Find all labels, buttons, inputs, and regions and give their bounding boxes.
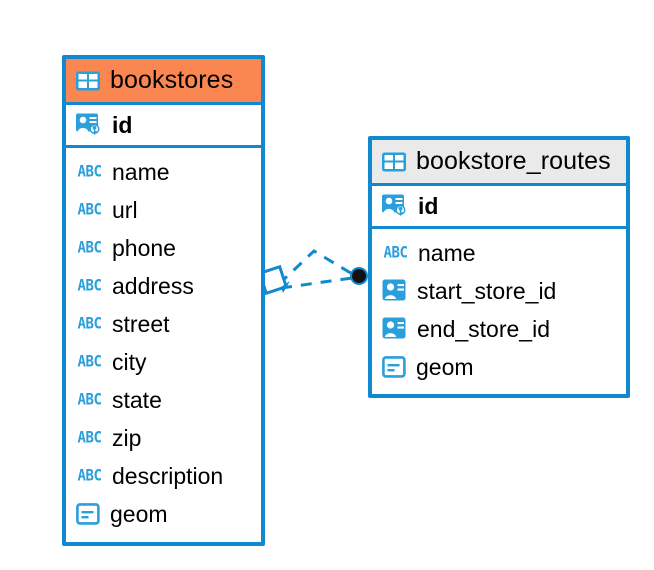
primary-key-icon (381, 194, 409, 219)
abc-text-glyph: ABC (77, 276, 102, 296)
field-row[interactable]: ABC url (66, 191, 261, 229)
relationship-line-upper (277, 249, 355, 286)
field-row[interactable]: geom (66, 495, 261, 533)
field-label: state (112, 386, 162, 413)
entity-header[interactable]: bookstores (66, 59, 261, 105)
field-label: name (418, 239, 476, 266)
primary-key-label: id (112, 111, 133, 138)
abc-text-icon: ABC (76, 315, 103, 333)
abc-text-icon: ABC (76, 201, 103, 219)
abc-text-icon: ABC (76, 467, 103, 485)
field-label: phone (112, 234, 176, 261)
field-row[interactable]: ABC address (66, 267, 261, 305)
abc-text-icon: ABC (382, 244, 409, 262)
field-label: zip (112, 424, 142, 451)
abc-text-icon: ABC (76, 239, 103, 257)
primary-key-row[interactable]: id (372, 186, 626, 229)
foreign-key-icon (382, 317, 408, 341)
abc-text-icon: ABC (76, 391, 103, 409)
table-icon (381, 149, 407, 175)
abc-text-glyph: ABC (77, 238, 102, 258)
entity-header[interactable]: bookstore_routes (372, 140, 626, 186)
entity-table-bookstore-routes[interactable]: bookstore_routes (368, 136, 630, 398)
field-row[interactable]: ABC phone (66, 229, 261, 267)
field-label: start_store_id (417, 277, 557, 304)
field-list: ABC name start_store_id (372, 229, 626, 393)
entity-title: bookstore_routes (416, 147, 611, 175)
field-label: end_store_id (417, 315, 550, 342)
abc-text-glyph: ABC (77, 162, 102, 182)
primary-key-row[interactable]: id (66, 105, 261, 148)
table-icon (75, 68, 101, 94)
field-row[interactable]: ABC name (66, 153, 261, 191)
abc-text-glyph: ABC (383, 243, 408, 263)
field-row[interactable]: ABC description (66, 457, 261, 495)
field-label: name (112, 158, 170, 185)
field-label: city (112, 348, 147, 375)
field-row[interactable]: ABC city (66, 343, 261, 381)
abc-text-glyph: ABC (77, 428, 102, 448)
relationship-line-lower (280, 276, 353, 290)
field-row[interactable]: end_store_id (372, 310, 626, 348)
abc-text-glyph: ABC (77, 200, 102, 220)
field-label: street (112, 310, 170, 337)
field-row[interactable]: ABC state (66, 381, 261, 419)
abc-text-icon: ABC (76, 277, 103, 295)
abc-text-icon: ABC (76, 429, 103, 447)
abc-text-icon: ABC (76, 163, 103, 181)
field-label: geom (110, 500, 168, 527)
geometry-icon (382, 356, 407, 378)
primary-key-label: id (418, 192, 439, 219)
relationship-dot-marker (350, 267, 368, 285)
entity-title: bookstores (110, 66, 234, 94)
field-label: url (112, 196, 138, 223)
field-list: ABC name ABC url ABC phone ABC (66, 148, 261, 540)
field-row[interactable]: geom (372, 348, 626, 386)
field-label: address (112, 272, 194, 299)
field-row[interactable]: ABC name (372, 234, 626, 272)
foreign-key-icon (382, 279, 408, 303)
field-row[interactable]: ABC street (66, 305, 261, 343)
field-label: description (112, 462, 224, 489)
entity-table-bookstores[interactable]: bookstores (62, 55, 265, 546)
abc-text-icon: ABC (76, 353, 103, 371)
abc-text-glyph: ABC (77, 314, 102, 334)
field-row[interactable]: ABC zip (66, 419, 261, 457)
abc-text-glyph: ABC (77, 466, 102, 486)
abc-text-glyph: ABC (77, 352, 102, 372)
field-label: geom (416, 353, 474, 380)
geometry-icon (76, 503, 101, 525)
abc-text-glyph: ABC (77, 390, 102, 410)
primary-key-icon (75, 113, 103, 138)
field-row[interactable]: start_store_id (372, 272, 626, 310)
